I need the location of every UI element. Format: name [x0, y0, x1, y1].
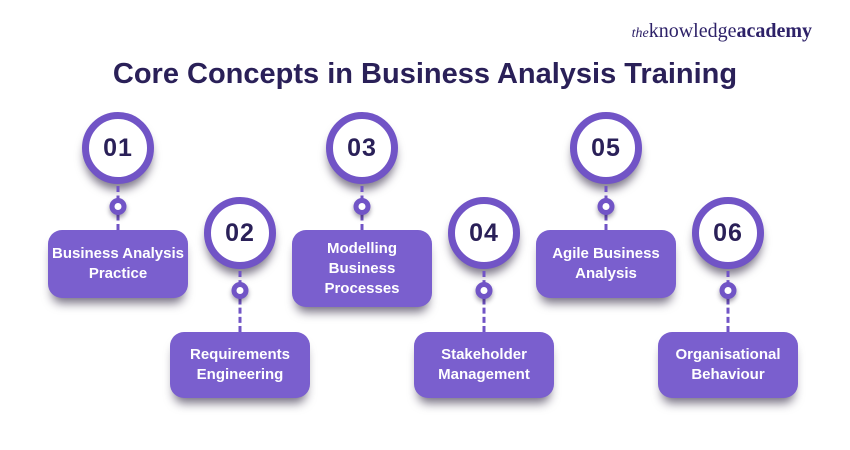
concept-card-line: Practice	[88, 265, 148, 282]
step-number: 05	[591, 133, 621, 162]
connector-line	[482, 271, 486, 332]
step-number-circle: 04	[448, 197, 520, 269]
concept-card-line: Analysis	[575, 265, 637, 282]
step-number-circle: 02	[204, 197, 276, 269]
connector-dot-icon	[109, 198, 127, 215]
step-number-circle: 05	[570, 112, 642, 184]
concept-card-line: Business	[328, 259, 396, 277]
step-number: 02	[225, 218, 255, 247]
connector-dot-icon	[475, 282, 493, 299]
step-number: 06	[713, 218, 743, 247]
concept-card-line: Business Analysis	[52, 245, 185, 263]
step-number-circle: 03	[326, 112, 398, 184]
logo-the: the	[631, 26, 649, 41]
step-number: 04	[469, 218, 499, 247]
step-number-circle: 06	[692, 197, 764, 269]
connector-dot-icon	[231, 282, 249, 299]
concept-card-line: Management	[438, 366, 530, 383]
concept-card-line: Engineering	[196, 366, 284, 383]
concept-card-line: Organisational	[675, 346, 781, 364]
connector-line	[238, 271, 242, 332]
concept-card-line: Behaviour	[691, 366, 765, 383]
logo-knowledge: knowledge	[648, 20, 737, 42]
concept-card-line: Processes	[324, 279, 400, 297]
logo-academy: academy	[736, 20, 812, 42]
concept-card-line: Modelling	[327, 240, 397, 257]
brand-logo: theknowledgeacademy	[632, 20, 812, 43]
concept-card-line: Requirements	[189, 346, 291, 364]
connector-line	[726, 271, 730, 332]
step-number-circle: 01	[82, 112, 154, 184]
step-number: 03	[347, 133, 377, 162]
connector-dot-icon	[353, 198, 371, 215]
page-title: Core Concepts in Business Analysis Train…	[112, 58, 738, 90]
concept-card-line: Stakeholder	[441, 346, 527, 364]
connector-dot-icon	[597, 198, 615, 215]
step-number: 01	[103, 133, 133, 162]
connector-dot-icon	[719, 282, 737, 299]
concept-card-line: Agile Business	[552, 245, 660, 263]
